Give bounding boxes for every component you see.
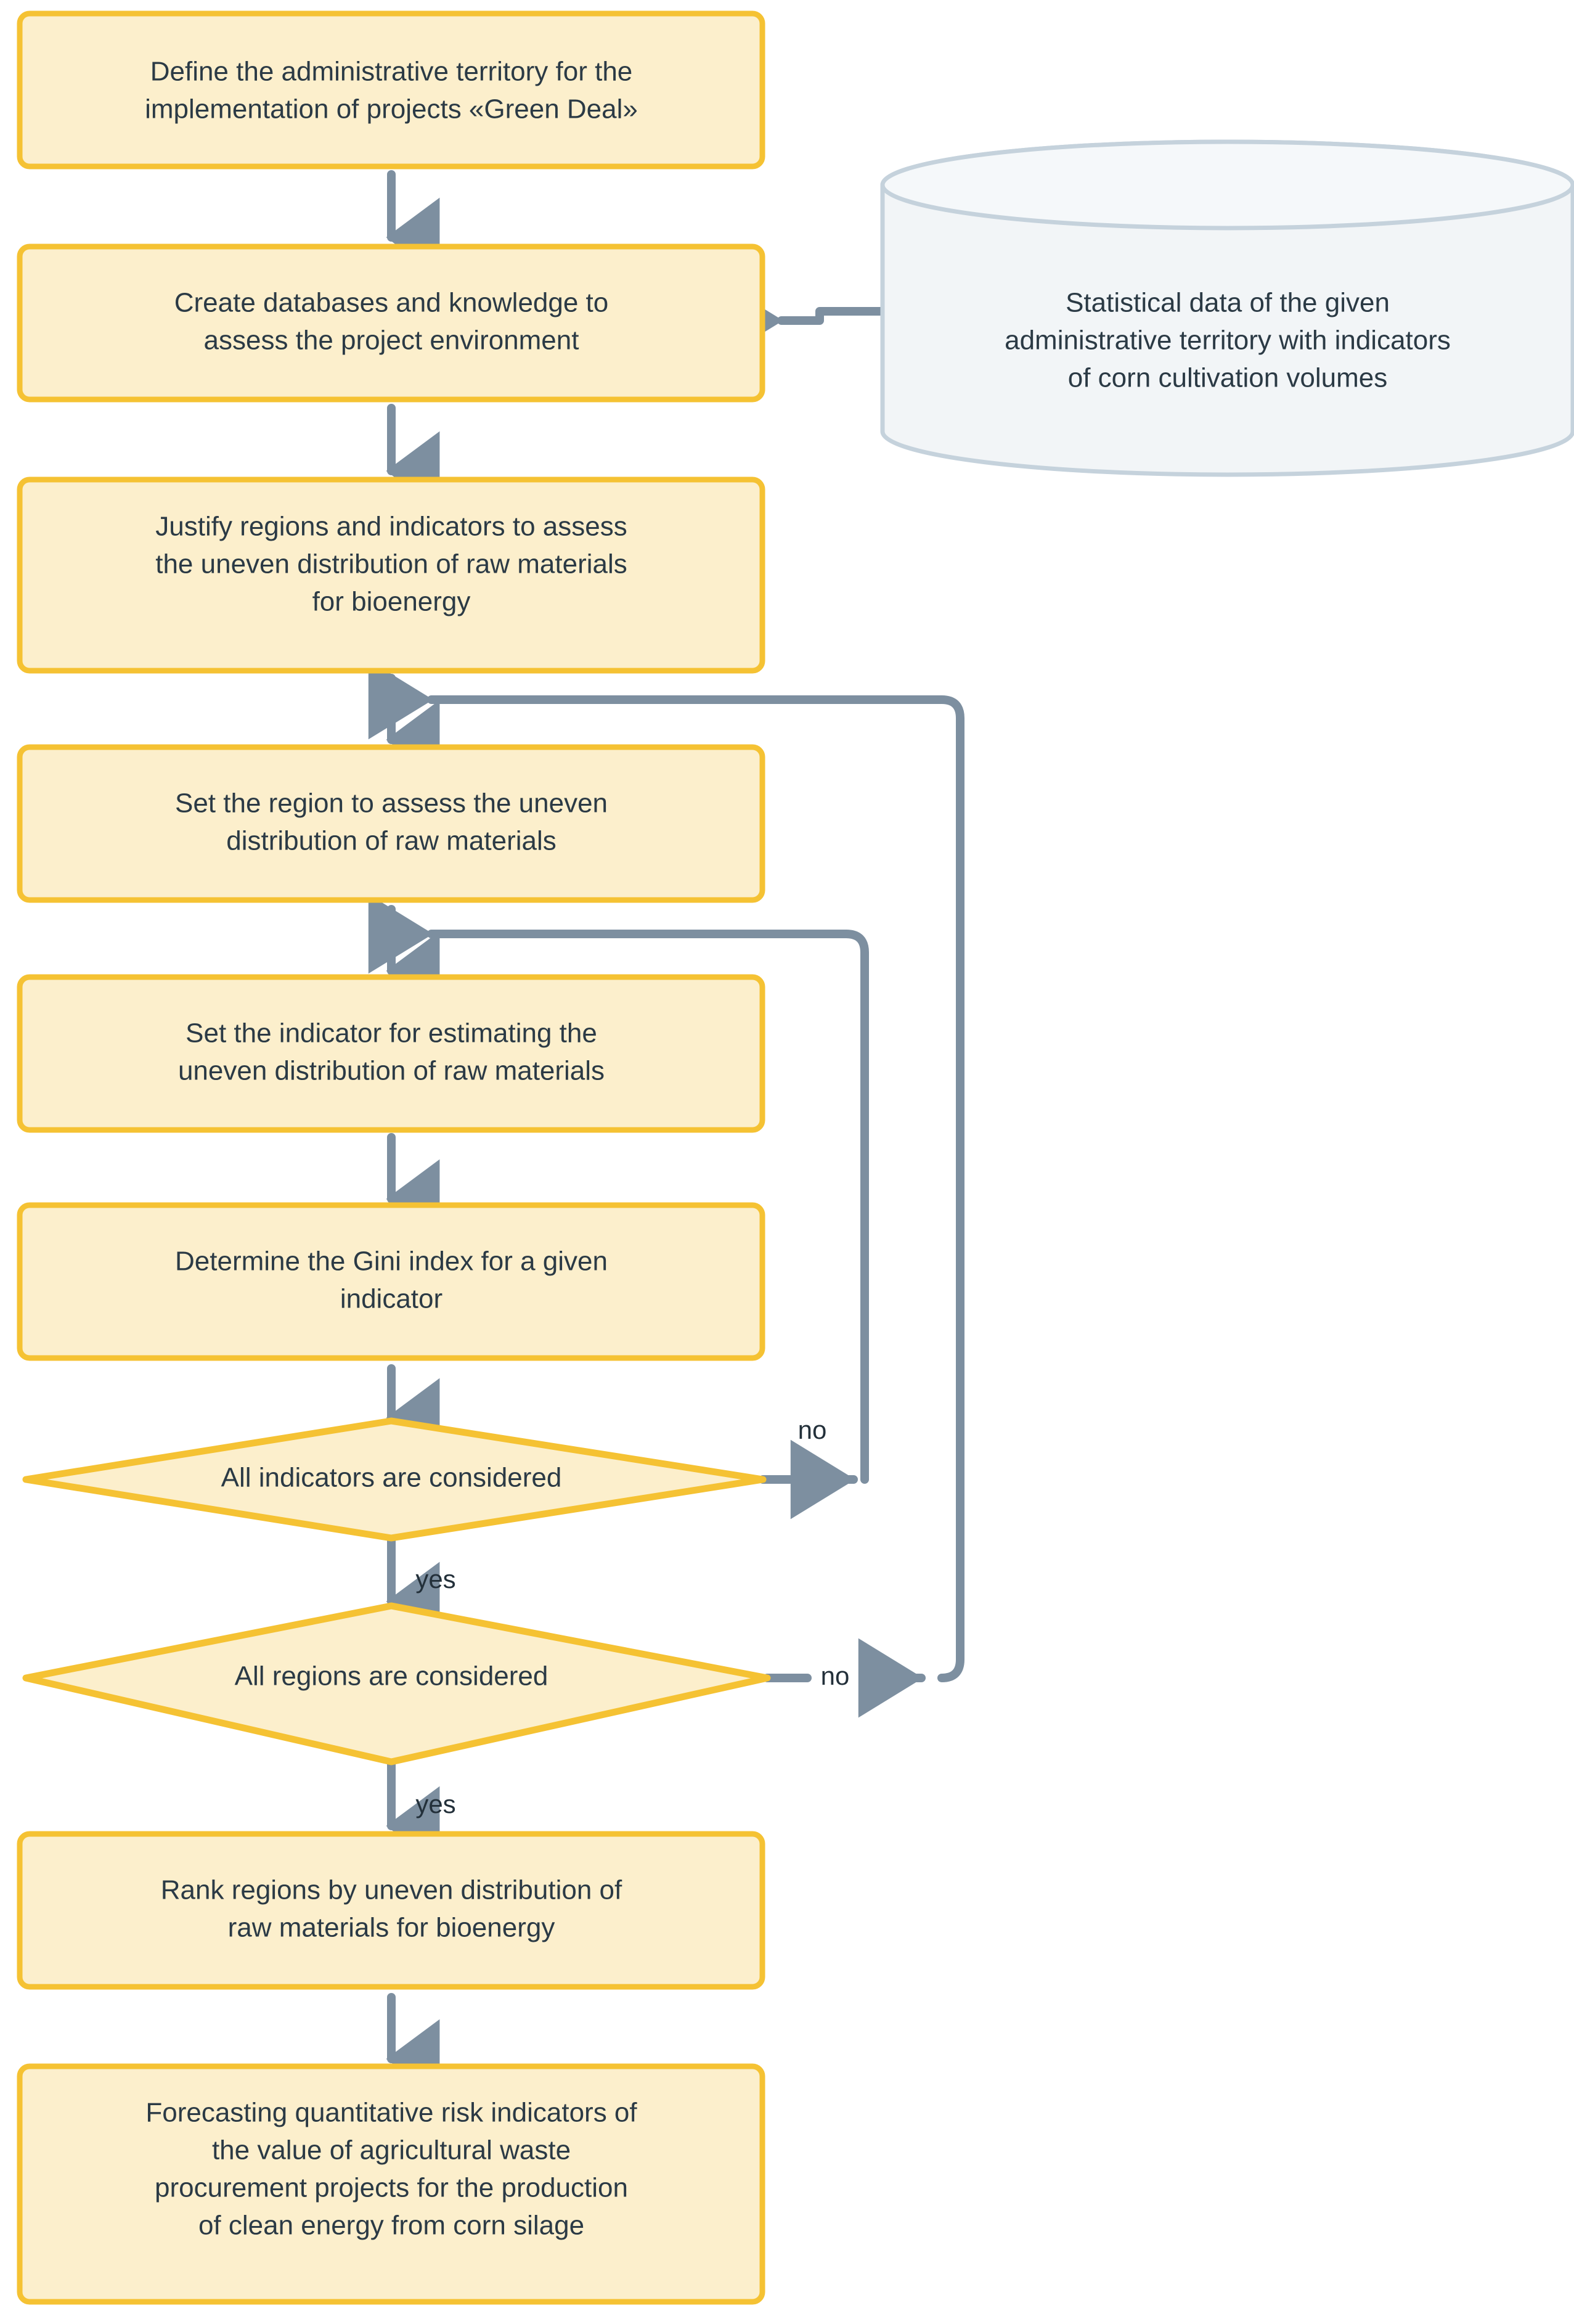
- edge-indicators-no-return: [368, 894, 869, 1484]
- node-statistical-data-line-1: administrative territory with indicators: [1005, 325, 1451, 356]
- node-forecasting-line-2: procurement projects for the production: [155, 2173, 628, 2203]
- node-set-region-line-1: distribution of raw materials: [226, 826, 557, 856]
- node-all-indicators-label: All indicators are considered: [221, 1463, 562, 1493]
- edge-database-to-create: [718, 280, 886, 361]
- node-determine-gini-line-0: Determine the Gini index for a given: [175, 1246, 608, 1277]
- node-forecasting-line-1: the value of agricultural waste: [212, 2135, 571, 2166]
- node-forecasting[interactable]: Forecasting quantitative risk indicators…: [17, 2063, 765, 2305]
- node-set-region-line-0: Set the region to assess the uneven: [175, 788, 608, 819]
- node-all-regions-decision[interactable]: All regions are considered: [22, 1602, 771, 1766]
- node-justify-regions-line-1: the uneven distribution of raw materials: [155, 549, 627, 579]
- node-justify-regions[interactable]: Justify regions and indicators to assess…: [17, 477, 765, 674]
- node-create-databases-line-0: Create databases and knowledge to: [174, 288, 609, 318]
- node-rank-regions-shape: [17, 1831, 765, 1990]
- node-create-databases-shape: [17, 243, 765, 403]
- node-determine-gini-line-1: indicator: [340, 1284, 442, 1314]
- node-all-indicators-shape: [22, 1417, 767, 1542]
- node-define-territory-line-0: Define the administrative territory for …: [150, 57, 633, 87]
- node-statistical-data-line-0: Statistical data of the given: [1066, 288, 1390, 318]
- node-set-region[interactable]: Set the region to assess the uneven dist…: [17, 744, 765, 903]
- node-define-territory-shape: [17, 10, 765, 170]
- connector-layer: [368, 170, 964, 2099]
- node-forecasting-line-0: Forecasting quantitative risk indicators…: [145, 2098, 637, 2128]
- edge-label-regions-no: no: [821, 1661, 850, 1690]
- node-set-indicator-line-1: uneven distribution of raw materials: [178, 1056, 605, 1086]
- node-forecasting-line-3: of clean energy from corn silage: [198, 2211, 584, 2241]
- edge-regions-no-return: [368, 660, 964, 1682]
- node-set-indicator-line-0: Set the indicator for estimating the: [186, 1018, 597, 1049]
- node-statistical-data-line-2: of corn cultivation volumes: [1068, 363, 1387, 393]
- database-top-ellipse: [880, 139, 1574, 231]
- node-forecasting-shape: [17, 2063, 765, 2305]
- node-justify-regions-line-2: for bioenergy: [312, 587, 471, 617]
- edge-label-indicators-yes: yes: [415, 1565, 455, 1594]
- node-set-indicator-shape: [17, 974, 765, 1133]
- node-create-databases-line-1: assess the project environment: [204, 325, 579, 356]
- node-determine-gini[interactable]: Determine the Gini index for a given ind…: [17, 1202, 765, 1361]
- node-create-databases[interactable]: Create databases and knowledge to assess…: [17, 243, 765, 403]
- edge-label-indicators-no: no: [798, 1415, 827, 1444]
- node-define-territory-line-1: implementation of projects «Green Deal»: [145, 94, 638, 125]
- node-rank-regions-line-0: Rank regions by uneven distribution of: [161, 1875, 622, 1905]
- node-justify-regions-shape: [17, 477, 765, 674]
- node-set-indicator[interactable]: Set the indicator for estimating the une…: [17, 974, 765, 1133]
- node-statistical-data-database[interactable]: Statistical data of the given administra…: [880, 139, 1574, 477]
- edge-label-regions-yes: yes: [415, 1790, 455, 1819]
- node-rank-regions-line-1: raw materials for bioenergy: [228, 1913, 555, 1943]
- node-set-region-shape: [17, 744, 765, 903]
- node-all-regions-shape: [22, 1602, 771, 1766]
- node-justify-regions-line-0: Justify regions and indicators to assess: [155, 512, 627, 542]
- node-all-indicators-decision[interactable]: All indicators are considered: [22, 1417, 767, 1542]
- node-determine-gini-shape: [17, 1202, 765, 1361]
- node-all-regions-label: All regions are considered: [235, 1661, 548, 1692]
- node-rank-regions[interactable]: Rank regions by uneven distribution of r…: [17, 1831, 765, 1990]
- node-define-territory[interactable]: Define the administrative territory for …: [17, 10, 765, 170]
